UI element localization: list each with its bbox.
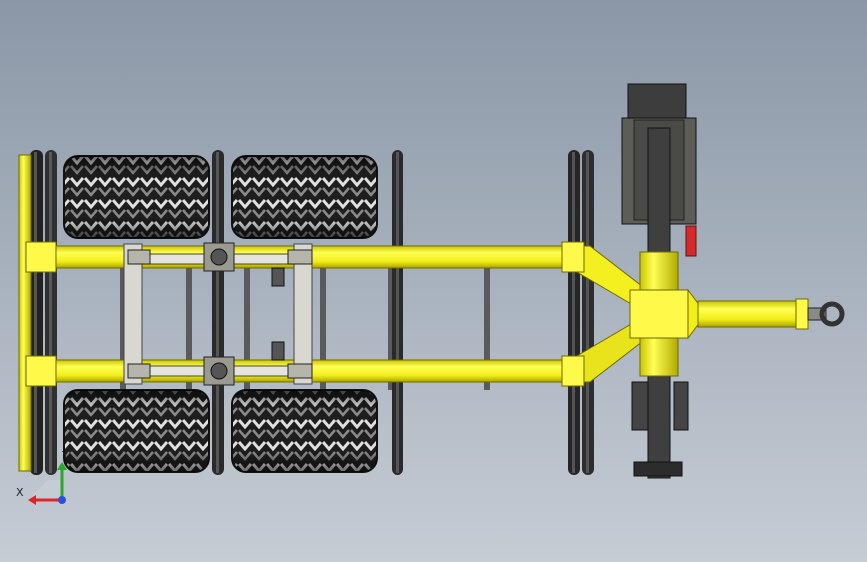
- tire-rear-left-bottom: [231, 389, 378, 473]
- rear-crossbeam: [18, 154, 32, 472]
- coordinate-triad[interactable]: X Y: [16, 449, 69, 505]
- tine-rods: [120, 250, 490, 390]
- front-assembly: [621, 83, 845, 479]
- x-axis-label: X: [16, 486, 24, 499]
- tire-front-left-bottom: [63, 389, 210, 473]
- y-axis-label: Y: [61, 449, 69, 462]
- bogie-frame: [123, 242, 313, 386]
- disc-wheels: [30, 150, 594, 475]
- tire-rear-left-top: [231, 155, 378, 239]
- tire-front-left-top: [63, 155, 210, 239]
